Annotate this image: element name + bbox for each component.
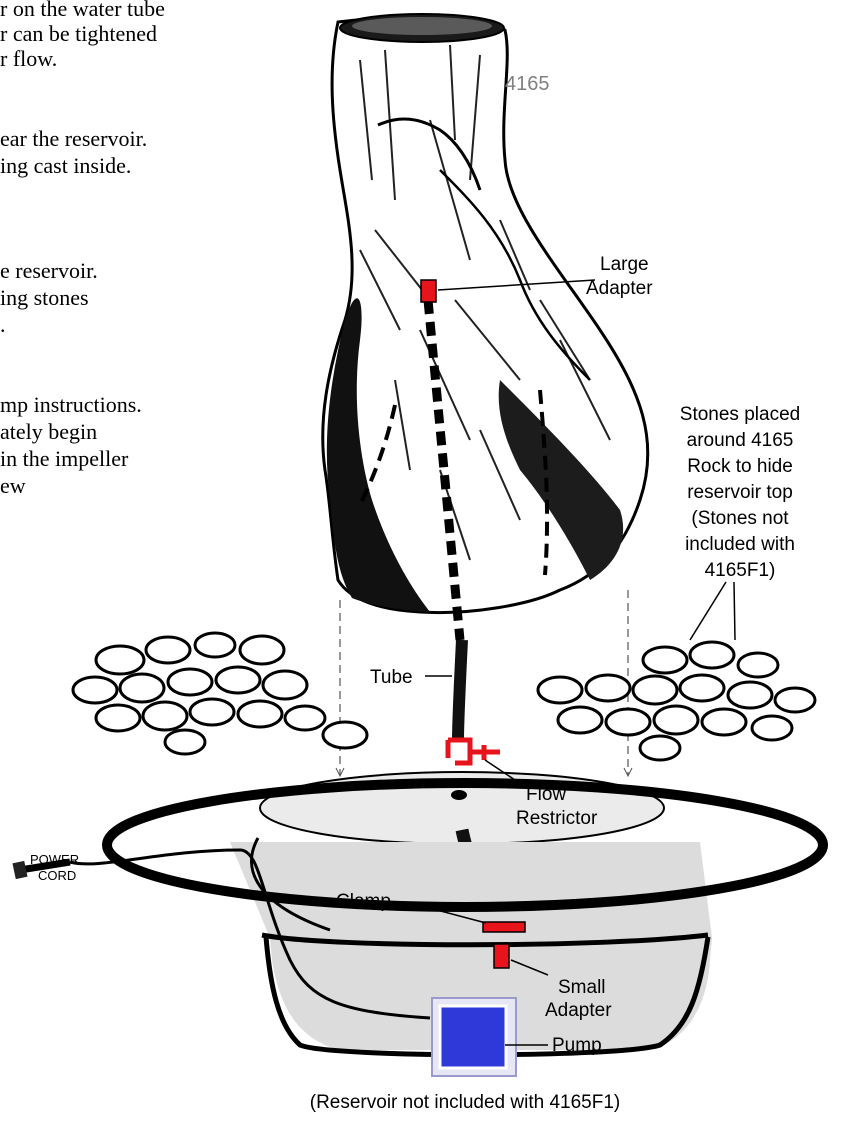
stones-note-line: around 4165 [687, 430, 794, 451]
tube-segment [458, 640, 462, 740]
stones-left [73, 633, 367, 754]
stones-note: Stones placed around 4165 Rock to hide r… [680, 404, 800, 581]
model-number-label: 4165 [505, 73, 550, 95]
small-adapter-label: Adapter [545, 1000, 612, 1021]
stones-note-line: Stones placed [680, 404, 800, 425]
pump-part [440, 1006, 506, 1068]
stones-note-line: (Stones not [691, 508, 789, 529]
stones-note-line: included with [685, 534, 795, 555]
power-cord-label: CORD [38, 868, 76, 883]
lid-hole [451, 790, 467, 800]
clamp-label: Clamp [336, 891, 391, 912]
small-adapter-label: Small [558, 977, 606, 998]
rock-illustration [323, 14, 648, 613]
plug-icon [12, 861, 27, 879]
large-adapter-label: Large [600, 254, 649, 275]
stones-right [538, 642, 815, 760]
stones-note-line: reservoir top [687, 482, 793, 503]
flow-restrictor-part [448, 740, 500, 763]
reservoir-note: (Reservoir not included with 4165F1) [310, 1092, 621, 1113]
small-adapter-part [494, 944, 509, 968]
flow-restrictor-label: Restrictor [516, 808, 598, 829]
flow-restrictor-label: Flow [526, 784, 566, 805]
rock-top-inner [352, 17, 492, 35]
large-adapter-part [421, 280, 436, 302]
stones-note-line: Rock to hide [687, 456, 793, 477]
tube-label: Tube [370, 667, 413, 688]
stones-leader [734, 582, 735, 640]
stones-note-line: 4165F1) [705, 560, 776, 581]
pump-label: Pump [552, 1035, 602, 1056]
power-cord-label: POWER [30, 852, 79, 867]
large-adapter-label: Adapter [586, 278, 653, 299]
stones-leader [690, 582, 726, 640]
clamp-part [483, 922, 525, 932]
